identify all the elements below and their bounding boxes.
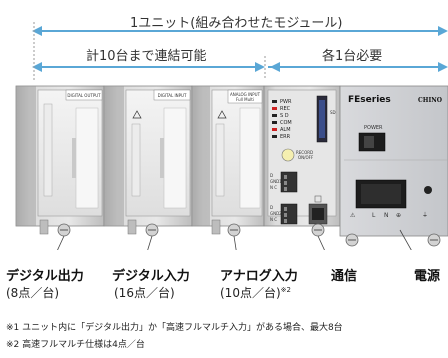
svg-text:⚠: ⚠ bbox=[350, 212, 356, 219]
callout-lines bbox=[57, 229, 412, 250]
svg-text:S D: S D bbox=[280, 113, 289, 119]
svg-text:D: D bbox=[270, 205, 273, 210]
comm-terminal-2: D GND2 N C bbox=[270, 203, 298, 225]
svg-text:RECORD: RECORD bbox=[296, 150, 313, 155]
svg-text:PWR: PWR bbox=[280, 99, 292, 105]
io-module-digital-input: DIGITAL INPUT bbox=[103, 85, 193, 237]
svg-text:GND1: GND1 bbox=[270, 179, 282, 184]
svg-text:N C: N C bbox=[270, 185, 277, 190]
status-leds: PWR REC S D COM ALM ERR bbox=[272, 99, 292, 140]
fixed-range-label: 各1台必要 bbox=[322, 49, 383, 64]
panel-label-2: DIGITAL INPUT bbox=[158, 93, 187, 98]
comm-module: PWR REC S D COM ALM ERR SD RECORD ON/OFF… bbox=[263, 85, 341, 237]
warning-icon bbox=[132, 110, 142, 119]
module-title-analog-input: アナログ入力 bbox=[220, 269, 298, 284]
svg-text:N C: N C bbox=[270, 217, 277, 222]
module-count-digital-output: (8点／台) bbox=[6, 286, 59, 300]
module-title-power: 電源 bbox=[414, 269, 441, 284]
power-module: FEseries CHINO POWER ⚠ L N ⊕ ⏚ bbox=[339, 85, 448, 247]
svg-text:ALM: ALM bbox=[280, 127, 291, 133]
module-title-digital-output: デジタル出力 bbox=[6, 269, 84, 284]
footnote-2: ※2 高速フルマルチ仕様は4点／台 bbox=[6, 340, 145, 350]
svg-text:D: D bbox=[270, 173, 273, 178]
svg-text:SD: SD bbox=[330, 110, 336, 115]
screw-icon bbox=[424, 186, 432, 194]
svg-text:POWER: POWER bbox=[364, 125, 383, 131]
brand-logo: CHINO bbox=[418, 97, 442, 104]
module-count-digital-input: (16点／台) bbox=[114, 286, 175, 300]
footnote-1: ※1 ユニット内に「デジタル出力」か「高速フルマルチ入力」がある場合、最大8台 bbox=[6, 323, 343, 333]
panel-sublabel-3: Full Multi bbox=[236, 97, 254, 102]
svg-text:COM: COM bbox=[280, 120, 292, 126]
svg-text:REC: REC bbox=[280, 106, 291, 112]
network-icon bbox=[314, 195, 322, 203]
unit-label: 1ユニット(組み合わせたモジュール) bbox=[130, 16, 343, 31]
svg-text:⏚: ⏚ bbox=[422, 212, 428, 219]
series-label: FEseries bbox=[348, 95, 391, 105]
dimension-lines bbox=[32, 22, 448, 80]
module-illustration: DIGITAL OUTPUT DIGITAL INPUT ANALOG INPU… bbox=[15, 85, 448, 250]
io-range-label: 計10台まで連結可能 bbox=[86, 49, 207, 64]
svg-text:L: L bbox=[372, 212, 376, 219]
module-count-analog-input: (10点／台)※2 bbox=[220, 286, 291, 300]
io-module-digital-output: DIGITAL OUTPUT bbox=[15, 85, 105, 237]
panel-label-3: ANALOG INPUT bbox=[230, 92, 261, 97]
svg-text:ON/OFF: ON/OFF bbox=[298, 155, 314, 160]
warning-icon bbox=[217, 110, 227, 119]
svg-text:N: N bbox=[384, 212, 389, 219]
io-module-analog-input: ANALOG INPUT Full Multi bbox=[191, 85, 265, 237]
record-button bbox=[281, 148, 295, 162]
panel-label-1: DIGITAL OUTPUT bbox=[67, 93, 101, 98]
svg-text:⊕: ⊕ bbox=[396, 212, 401, 219]
module-title-digital-input: デジタル入力 bbox=[112, 269, 190, 284]
comm-terminal-1: D GND1 N C bbox=[270, 171, 298, 193]
module-title-comm: 通信 bbox=[331, 269, 358, 284]
svg-text:GND2: GND2 bbox=[270, 211, 282, 216]
svg-text:ERR: ERR bbox=[280, 134, 291, 140]
